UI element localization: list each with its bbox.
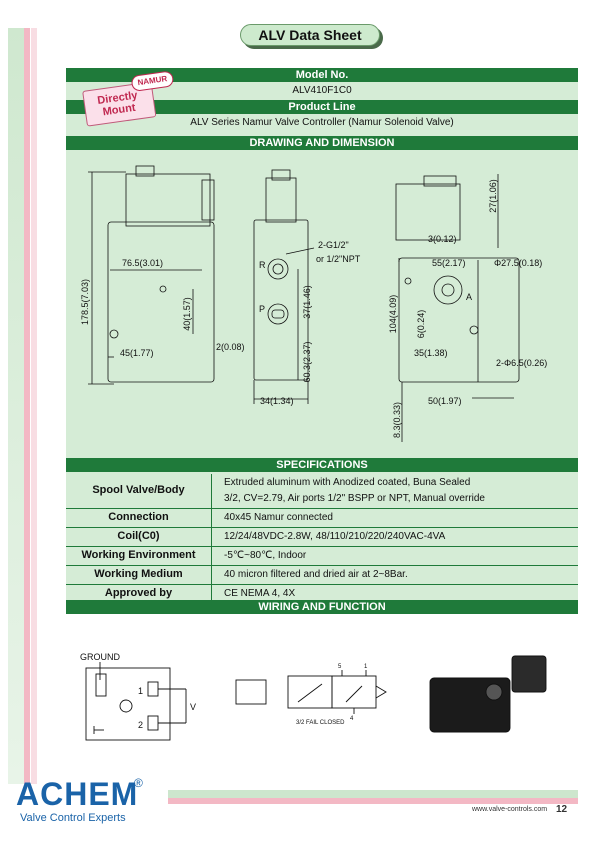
- achem-logo: ACHEM ® Valve Control Experts: [16, 776, 166, 826]
- model-heading: Model No.: [66, 68, 578, 82]
- dim-2: 2(0.08): [216, 342, 245, 352]
- decor-stripe-pink: [24, 28, 30, 784]
- dim-60-3: 60.3(2.37): [302, 341, 312, 382]
- dim-37: 37(1.46): [302, 285, 312, 319]
- spec-label: Working Medium: [94, 568, 183, 580]
- spec-value: CE NEMA 4, 4X: [224, 588, 296, 599]
- spec-value: Extruded aluminum with Anodized coated, …: [224, 477, 471, 488]
- logo-tagline: Valve Control Experts: [20, 812, 126, 824]
- footer-bar-green: [168, 790, 578, 798]
- footer-bar-pink: [168, 798, 578, 804]
- page-title: ALV Data Sheet: [240, 24, 380, 46]
- wiring-diagram: GROUND 1 2 V 5 1 4 3/2 FAIL CLOSED: [80, 652, 547, 741]
- spec-value: 40x45 Namur connected: [224, 512, 333, 523]
- decor-stripe-green: [8, 28, 24, 784]
- title-wrap: ALV Data Sheet: [240, 24, 384, 48]
- port1-label: 1: [364, 664, 368, 670]
- dim-6: 6(0.24): [416, 310, 426, 339]
- spec-value: 40 micron filtered and dried air at 2~8B…: [224, 569, 408, 580]
- drawing-heading: DRAWING AND DIMENSION: [66, 136, 578, 150]
- spec-row: Working Environment -5℃~80℃, Indoor: [66, 547, 578, 566]
- dim-76-5: 76.5(3.01): [122, 258, 163, 268]
- dim-35: 35(1.38): [414, 348, 448, 358]
- dim-port-npt: or 1/2"NPT: [316, 254, 361, 264]
- specs-column-divider: [211, 474, 212, 600]
- dim-34: 34(1.34): [260, 396, 294, 406]
- dim-3: 3(0.12): [428, 234, 457, 244]
- product-heading: Product Line: [66, 100, 578, 114]
- port-r-label: R: [259, 260, 266, 270]
- dim-45: 45(1.77): [120, 348, 154, 358]
- dim-port-size: 2-G1/2": [318, 240, 349, 250]
- decor-stripe-light-pink: [31, 28, 37, 784]
- spec-row: Spool Valve/Body Extruded aluminum with …: [66, 474, 578, 509]
- dim-hole: 2-Φ6.5(0.26): [496, 358, 547, 368]
- pin2-label: 2: [138, 720, 143, 730]
- model-value: ALV410F1C0: [292, 85, 352, 96]
- port-a-label: A: [466, 292, 472, 302]
- logo-name: ACHEM: [16, 776, 139, 812]
- spec-label: Connection: [108, 511, 169, 523]
- wiring-heading: WIRING AND FUNCTION: [66, 600, 578, 614]
- spec-label: Approved by: [104, 587, 173, 599]
- spec-value-2: 3/2, CV=2.79, Air ports 1/2" BSPP or NPT…: [224, 493, 485, 504]
- dim-55: 55(2.17): [432, 258, 466, 268]
- spec-value: -5℃~80℃, Indoor: [224, 550, 307, 561]
- dim-50: 50(1.97): [428, 396, 462, 406]
- spec-row: Connection 40x45 Namur connected: [66, 509, 578, 528]
- spec-label: Working Environment: [81, 549, 196, 561]
- dim-178-5: 178.5(7.03): [80, 279, 90, 325]
- page-number: 12: [556, 804, 568, 815]
- spec-value: 12/24/48VDC-2.8W, 48/110/210/220/240VAC-…: [224, 531, 446, 542]
- dim-104: 104(4.09): [388, 295, 398, 334]
- footer-url: www.valve-controls.com: [472, 806, 548, 813]
- ground-label: GROUND: [80, 652, 120, 662]
- spec-row: Working Medium 40 micron filtered and dr…: [66, 566, 578, 585]
- port-p-label: P: [259, 304, 265, 314]
- pin1-label: 1: [138, 686, 143, 696]
- spec-label: Coil(C0): [117, 530, 160, 542]
- dim-27: 27(1.06): [488, 179, 498, 213]
- datasheet-panel: [66, 68, 578, 614]
- dimension-drawing: 76.5(3.01) 178.5(7.03) 40(1.57) 45(1.77)…: [80, 165, 547, 442]
- dim-40: 40(1.57): [182, 297, 192, 331]
- spec-label: Spool Valve/Body: [92, 484, 185, 496]
- spec-row: Approved by CE NEMA 4, 4X: [66, 585, 578, 601]
- dim-8-3: 8.3(0.33): [392, 402, 402, 438]
- dim-phi-27-5: Φ27.5(0.18): [494, 258, 542, 268]
- port4-label: 4: [350, 716, 354, 722]
- schematic-caption: 3/2 FAIL CLOSED: [296, 720, 345, 726]
- volt-label: V: [190, 702, 196, 712]
- specs-heading: SPECIFICATIONS: [66, 458, 578, 472]
- port5-label: 5: [338, 664, 342, 670]
- logo-reg: ®: [134, 776, 143, 790]
- spec-row: Coil(C0) 12/24/48VDC-2.8W, 48/110/210/22…: [66, 528, 578, 547]
- product-value: ALV Series Namur Valve Controller (Namur…: [190, 117, 454, 128]
